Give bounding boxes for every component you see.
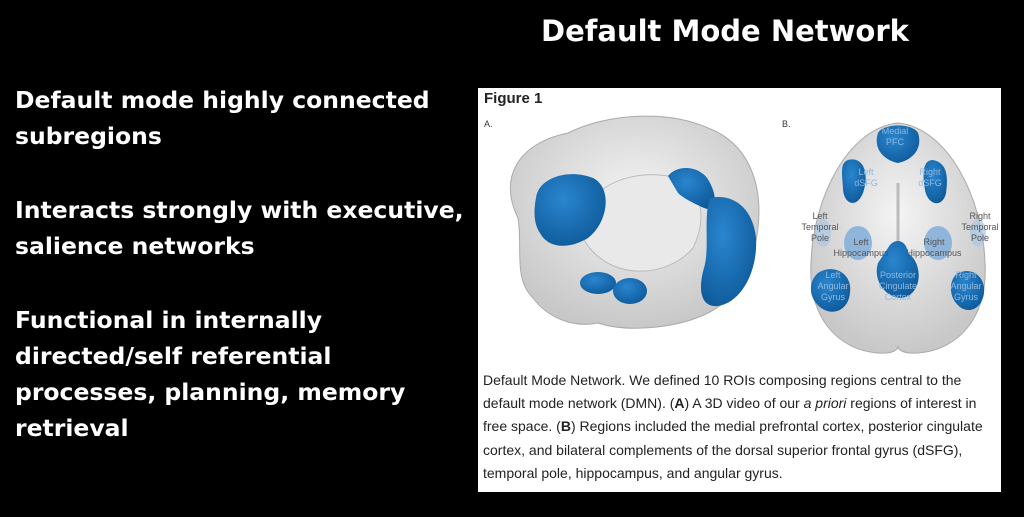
panel-b-label: B. [782,119,791,129]
figure-panel: Medial PFC Left dSFG Right dSFG Left Tem… [478,88,1001,492]
label-left-angular-3: Gyrus [821,292,846,302]
caption-text: regions of interest in free space. ( [483,395,977,435]
bullet-list: Default mode highly connected subregions… [15,82,465,484]
bullet-item: Default mode highly connected subregions [15,86,430,150]
label-right-dsfg: Right [919,167,941,177]
bullet-item: Interacts strongly with executive, salie… [15,196,464,260]
label-right-hippocampus: Right [923,237,945,247]
caption-text: ) A 3D video of our [684,395,804,412]
roi-medial-pfc [700,197,757,307]
caption-text: Default Mode Network. We defined 10 ROIs… [483,372,962,412]
label-right-temporal-pole-3: Pole [971,233,989,243]
label-left-hippocampus-2: Hippocampus [833,248,889,258]
caption-bold-a: A [674,395,685,412]
caption-text: ) Regions included the medial prefrontal… [483,418,983,481]
label-right-angular-3: Gyrus [954,292,979,302]
label-posterior-cingulate-3: Cortex [885,292,912,302]
label-right-angular: Right [955,270,977,280]
label-posterior-cingulate: Posterior [880,270,916,280]
sagittal-brain-image [509,115,760,329]
label-right-temporal-pole-2: Temporal [961,222,998,232]
roi-temporal-pole [613,278,647,304]
label-left-angular-2: Angular [817,281,848,291]
roi-hippocampus [580,272,616,294]
label-left-hippocampus: Left [853,237,869,247]
label-posterior-cingulate-2: Cingulate [879,281,917,291]
label-left-temporal-pole-2: Temporal [801,222,838,232]
label-left-dsfg-2: dSFG [854,178,878,188]
caption-bold-b: B [560,418,571,435]
label-left-temporal-pole-3: Pole [811,233,829,243]
label-right-angular-2: Angular [950,281,981,291]
bullet-item: Functional in internally directed/self r… [15,306,406,442]
figure-caption: Default Mode Network. We defined 10 ROIs… [483,369,995,485]
label-left-temporal-pole: Left [812,211,828,221]
label-medial-pfc-2: PFC [886,137,905,147]
roi-posterior-cingulate [534,174,606,246]
slide-title: Default Mode Network [541,14,909,48]
label-right-hippocampus-2: Hippocampus [906,248,962,258]
brain-illustrations: Medial PFC Left dSFG Right dSFG Left Tem… [509,115,999,354]
roi-dsfg [668,167,715,209]
label-left-angular: Left [825,270,841,280]
label-right-temporal-pole: Right [969,211,991,221]
caption-italic: a priori [803,395,847,412]
panel-a-label: A. [484,119,493,129]
label-right-dsfg-2: dSFG [918,178,942,188]
label-left-dsfg: Left [858,167,874,177]
figure-title: Figure 1 [484,90,543,107]
axial-brain-image: Medial PFC Left dSFG Right dSFG Left Tem… [801,122,999,354]
label-medial-pfc: Medial [882,126,909,136]
